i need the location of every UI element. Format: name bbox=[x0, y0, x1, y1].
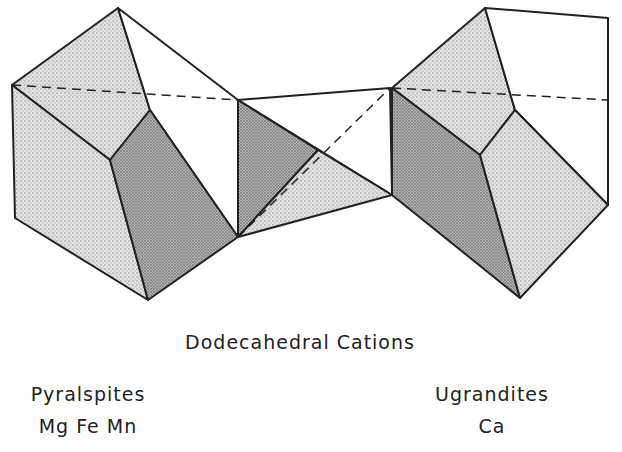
group-name: Ugrandites bbox=[435, 384, 549, 405]
tetrahedron bbox=[238, 88, 392, 237]
cation-list: Ca bbox=[479, 416, 506, 437]
cation-list: Mg Fe Mn bbox=[39, 416, 138, 437]
group-name: Pyralspites bbox=[31, 384, 146, 405]
left-dodecahedron bbox=[12, 8, 238, 300]
figure-caption: Dodecahedral Cations bbox=[185, 332, 415, 353]
right-dodecahedron bbox=[392, 8, 608, 298]
